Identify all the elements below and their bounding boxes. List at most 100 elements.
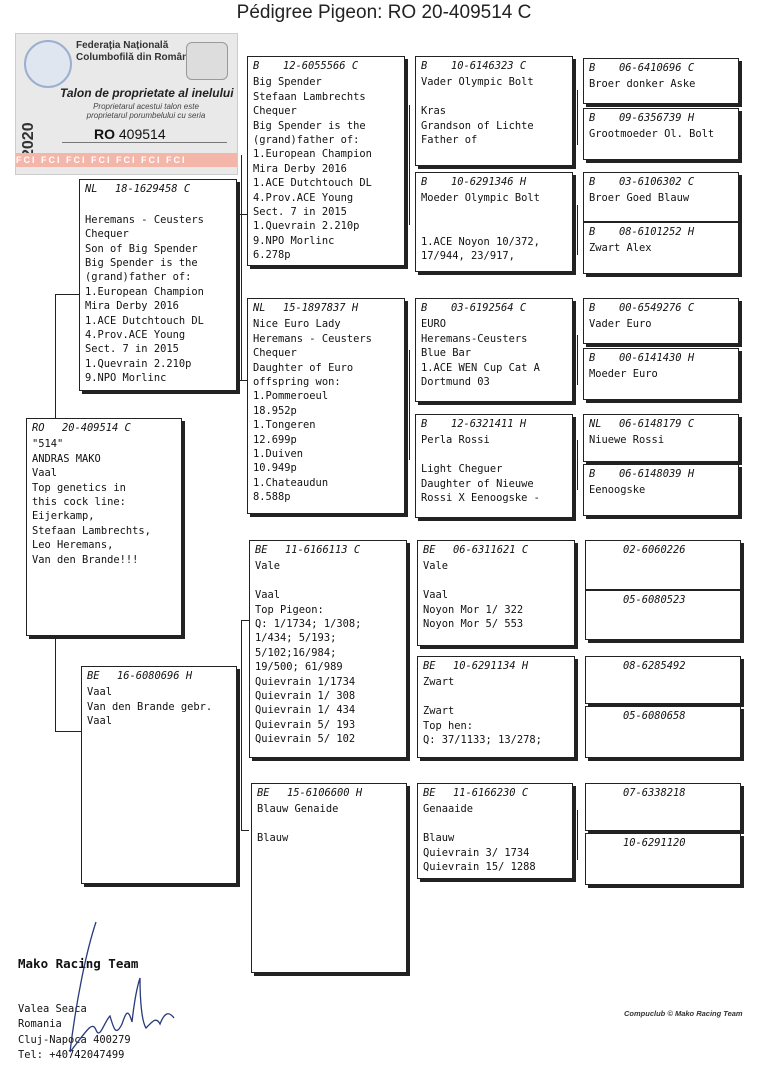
connector	[241, 830, 249, 831]
country-code: B	[421, 60, 428, 72]
ring-number: 10-6291120	[623, 837, 686, 849]
connector	[577, 810, 578, 860]
ring-number: 09-6356739 H	[619, 112, 695, 124]
country-code: B	[589, 112, 596, 124]
country-code: B	[421, 418, 428, 430]
connector	[241, 155, 242, 380]
ancestor-card: 05-6080523	[585, 590, 741, 640]
breeder-name: Mako Racing Team	[18, 955, 139, 971]
country-code: B	[421, 302, 428, 314]
ancestor-card: B 00-6549276 C Vader Euro	[583, 298, 739, 344]
country-code: B	[589, 302, 596, 314]
ring-number: 11-6166113 C	[285, 544, 361, 556]
connector	[577, 335, 578, 385]
pigeon-description: Vale Vaal Top Pigeon: Q: 1/1734; 1/308; …	[255, 560, 362, 746]
ring-number: 16-6080696 H	[117, 670, 193, 682]
connector	[409, 350, 410, 460]
country-code: BE	[257, 787, 270, 799]
ring-number: 10-6146323 C	[451, 60, 527, 72]
ring-number: 08-6101252 H	[619, 226, 695, 238]
country-code: NL	[253, 302, 266, 314]
ring-number: 15-1897837 H	[283, 302, 359, 314]
ancestor-card: B 00-6141430 H Moeder Euro	[583, 348, 739, 400]
ancestor-card: B 03-6106302 C Broer Goed Blauw	[583, 172, 739, 222]
ring-number: 00-6549276 C	[619, 302, 695, 314]
breeder-address: Valea Seaca Romania Cluj-Napoca 400279 T…	[18, 1003, 131, 1062]
ring-number: 05-6080523	[623, 594, 686, 606]
country-code: B	[589, 226, 596, 238]
connector	[55, 636, 56, 731]
ring-number: 00-6141430 H	[619, 352, 695, 364]
ring-number: 18-1629458 C	[115, 183, 191, 195]
great-grandparent-card: BE 11-6166230 C Genaaide Blauw Quievrain …	[417, 783, 573, 879]
pigeon-description: Perla Rossi Light Cheguer Daughter of Ni…	[421, 434, 540, 505]
footer-credit: Compuclub © Mako Racing Team	[624, 1009, 743, 1018]
federation-name: Federația Națională Columbofilă din Româ…	[76, 40, 197, 63]
pigeon-description: Moeder Olympic Bolt 1.ACE Noyon 10/372, …	[421, 192, 540, 263]
pigeon-description: Vader Euro	[589, 318, 652, 331]
connector	[577, 680, 578, 730]
country-code: BE	[423, 787, 436, 799]
great-grandparent-card: B 03-6192564 C EURO Heremans-Ceusters Blu…	[415, 298, 573, 402]
country-code: B	[253, 60, 260, 72]
great-grandparent-card: BE 06-6311621 C Vale Vaal Noyon Mor 1/ 32…	[417, 540, 575, 646]
pigeon-description: Genaaide Blauw Quievrain 3/ 1734 Quievra…	[423, 803, 536, 874]
country-code: B	[589, 352, 596, 364]
connector	[577, 440, 578, 490]
page-title: Pédigree Pigeon: RO 20-409514 C	[236, 2, 532, 23]
ring-number: 06-6410696 C	[619, 62, 695, 74]
connector	[241, 620, 249, 621]
pigeon-description: Zwart Alex	[589, 242, 652, 255]
ancestor-card: B 09-6356739 H Grootmoeder Ol. Bolt	[583, 108, 739, 160]
pigeon-description: Big Spender Stefaan Lambrechts Chequer B…	[253, 76, 372, 262]
pigeon-description: Vaal Van den Brande gebr. Vaal	[87, 686, 213, 728]
ring-number: 03-6192564 C	[451, 302, 527, 314]
pigeon-description: Grootmoeder Ol. Bolt	[589, 128, 715, 141]
ring-number: 20-409514 C	[62, 422, 131, 434]
country-code: BE	[423, 660, 436, 672]
certificate-ring-number: RO 409514	[94, 126, 166, 142]
ring-number: 06-6311621 C	[453, 544, 529, 556]
ring-number: 03-6106302 C	[619, 176, 695, 188]
country-code: NL	[589, 418, 602, 430]
federation-logo-icon	[24, 40, 72, 88]
ring-number: 11-6166230 C	[453, 787, 529, 799]
ancestor-card: 08-6285492	[585, 656, 741, 704]
ring-number: 06-6148039 H	[619, 468, 695, 480]
pigeon-description: Moeder Euro	[589, 368, 658, 381]
country-code: BE	[423, 544, 436, 556]
ancestor-card: B 08-6101252 H Zwart Alex	[583, 222, 739, 274]
ring-number: 07-6338218	[623, 787, 686, 799]
country-code: B	[589, 62, 596, 74]
country-code: B	[589, 176, 596, 188]
ancestor-card: 05-6080658	[585, 706, 741, 758]
connector	[577, 570, 578, 620]
ring-certificate-stamp: Federația Națională Columbofilă din Româ…	[15, 33, 238, 175]
fci-logo-icon	[186, 42, 228, 80]
pigeon-description: "514" ANDRAS MAKO Vaal Top genetics in t…	[32, 438, 151, 566]
ancestor-card: 07-6338218	[585, 783, 741, 831]
country-code: B	[589, 468, 596, 480]
pigeon-description: Vale Vaal Noyon Mor 1/ 322 Noyon Mor 5/ …	[423, 560, 524, 631]
ring-underline	[62, 142, 227, 143]
pigeon-description: EURO Heremans-Ceusters Blue Bar 1.ACE WE…	[421, 318, 540, 389]
ring-number: 10-6291134 H	[453, 660, 529, 672]
pigeon-description: Broer Goed Blauw	[589, 192, 690, 205]
connector	[577, 205, 578, 255]
connector	[241, 620, 242, 830]
pigeon-description: Heremans - Ceusters Chequer Son of Big S…	[85, 213, 204, 385]
pigeon-description: Zwart Zwart Top hen: Q: 37/1133; 13/278;	[423, 676, 542, 747]
handwritten-signature-icon	[69, 921, 175, 1053]
connector	[409, 105, 410, 225]
connector	[577, 90, 578, 145]
fci-strip: FCI FCI FCI FCI FCI FCI FCI	[16, 153, 237, 167]
